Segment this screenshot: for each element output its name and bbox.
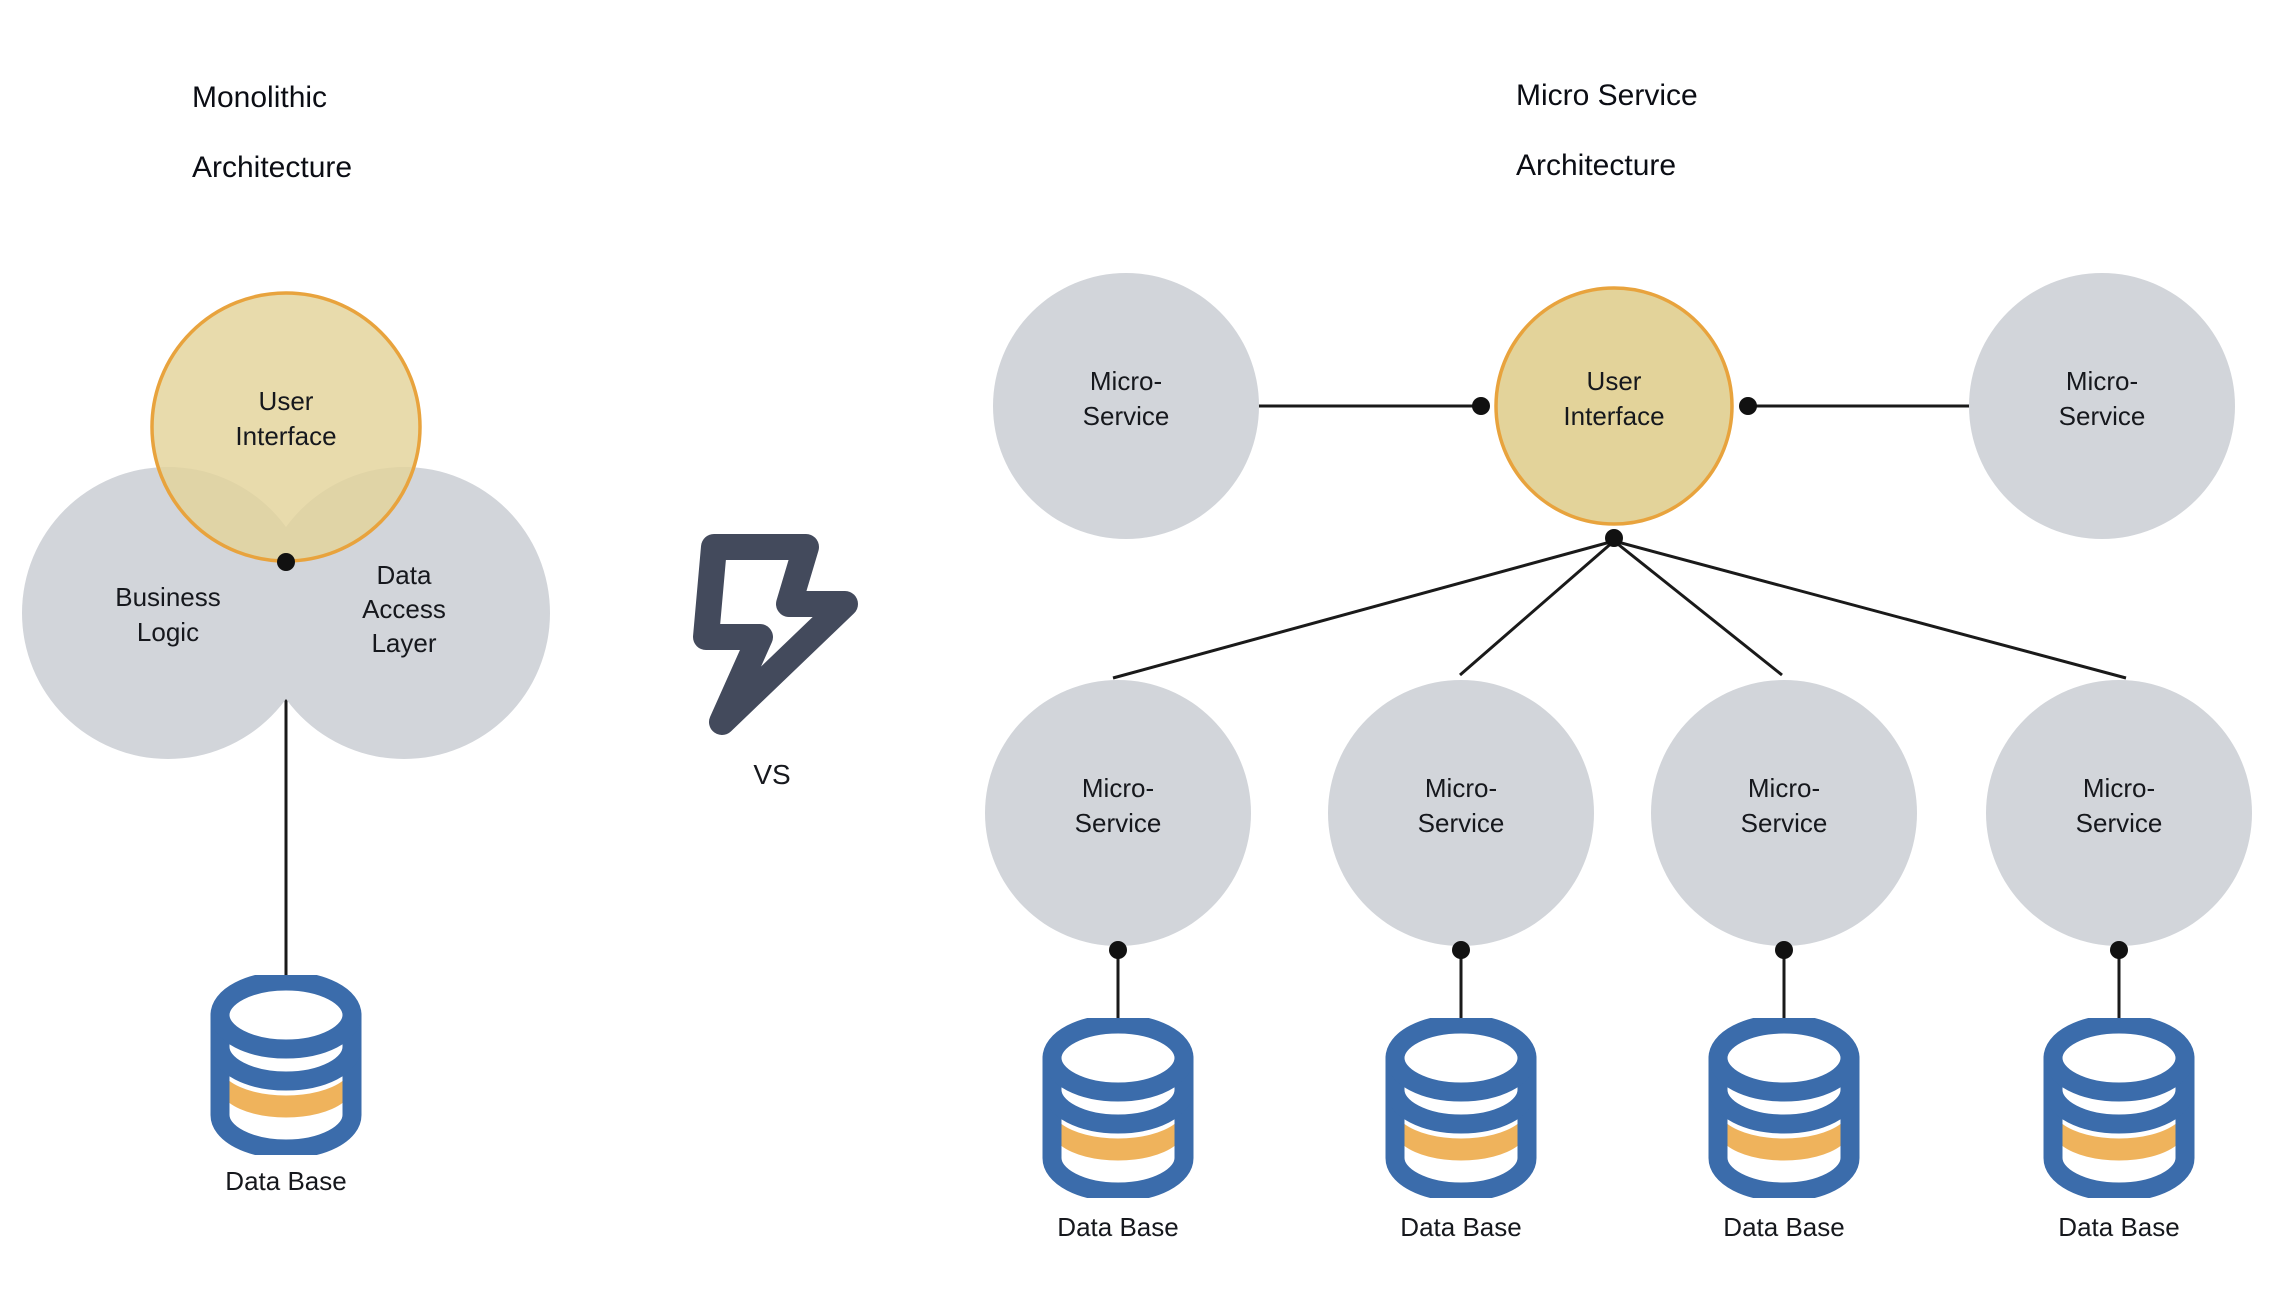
node-micro-service-4[interactable]: Micro- Service <box>1986 680 2252 946</box>
database-service-3[interactable]: Data Base <box>1718 1024 1850 1242</box>
database-monolith[interactable]: Data Base <box>220 981 352 1196</box>
connector-hub-to-service-3 <box>1613 539 1783 677</box>
right-title-line-1: Micro Service <box>1516 79 1698 112</box>
data-access-label-line-3: Layer <box>371 628 436 658</box>
micro-service-3-label-line-2: Service <box>1741 808 1828 838</box>
hub-ui-label-line-2: Interface <box>1563 401 1664 431</box>
node-user-interface-hub[interactable]: User Interface <box>1494 286 1734 526</box>
left-title-line-2: Architecture <box>192 151 353 184</box>
micro-service-1-label-line-1: Micro- <box>1082 773 1154 803</box>
connector-dot-ui-bottom <box>277 553 295 571</box>
data-access-label-line-2: Access <box>362 594 446 624</box>
versus-divider: VS <box>693 534 858 790</box>
micro-service-3-label-line-1: Micro- <box>1748 773 1820 803</box>
node-micro-service-2[interactable]: Micro- Service <box>1328 680 1594 946</box>
connector-dot-service-4 <box>2110 941 2128 959</box>
micro-service-4-label-line-2: Service <box>2076 808 2163 838</box>
database-service-4-label: Data Base <box>2058 1212 2179 1242</box>
business-logic-label-line-1: Business <box>115 582 221 612</box>
database-monolith-label: Data Base <box>225 1166 346 1196</box>
database-service-3-label: Data Base <box>1723 1212 1844 1242</box>
micro-service-right-label-line-1: Micro- <box>2066 366 2138 396</box>
micro-service-4-label-line-1: Micro- <box>2083 773 2155 803</box>
right-diagram-title: Micro Service Architecture <box>1516 43 1936 218</box>
micro-service-left-label-line-2: Service <box>1083 401 1170 431</box>
micro-service-right-label-line-2: Service <box>2059 401 2146 431</box>
node-micro-service-1[interactable]: Micro- Service <box>985 680 1251 946</box>
right-title-line-2: Architecture <box>1516 149 1677 182</box>
connector-hub-to-service-1 <box>1112 539 1615 680</box>
connector-dot-service-2 <box>1452 941 1470 959</box>
connector-dot-hub-right <box>1739 397 1757 415</box>
business-logic-label-line-2: Logic <box>137 617 199 647</box>
database-service-1-label: Data Base <box>1057 1212 1178 1242</box>
connector-dot-service-1 <box>1109 941 1127 959</box>
database-service-2[interactable]: Data Base <box>1395 1024 1527 1242</box>
connector-dot-hub-left <box>1472 397 1490 415</box>
left-diagram-title: Monolithic Architecture <box>192 45 512 220</box>
node-micro-service-left[interactable]: Micro- Service <box>993 273 1259 539</box>
monolith-ui-label-line-2: Interface <box>235 421 336 451</box>
data-access-label-line-1: Data <box>377 560 432 590</box>
lightning-bolt-icon <box>693 534 858 735</box>
node-user-interface-monolith[interactable]: User Interface <box>150 291 422 563</box>
micro-service-1-label-line-2: Service <box>1075 808 1162 838</box>
micro-service-left-label-line-1: Micro- <box>1090 366 1162 396</box>
vs-label: VS <box>753 759 790 790</box>
database-service-1[interactable]: Data Base <box>1052 1024 1184 1242</box>
left-title-line-1: Monolithic <box>192 81 328 114</box>
node-micro-service-3[interactable]: Micro- Service <box>1651 680 1917 946</box>
monolithic-diagram: Business Logic Data Access Layer User In… <box>22 291 550 1196</box>
connector-dot-hub-bottom <box>1605 529 1623 547</box>
microservice-diagram: Micro- Service Micro- Service User Inter… <box>985 273 2252 1242</box>
node-micro-service-right[interactable]: Micro- Service <box>1969 273 2235 539</box>
database-service-2-label: Data Base <box>1400 1212 1521 1242</box>
database-service-4[interactable]: Data Base <box>2053 1024 2185 1242</box>
micro-service-2-label-line-2: Service <box>1418 808 1505 838</box>
connector-hub-to-service-2 <box>1459 539 1615 677</box>
connector-hub-to-service-4 <box>1613 539 2127 680</box>
micro-service-2-label-line-1: Micro- <box>1425 773 1497 803</box>
hub-ui-label-line-1: User <box>1587 366 1642 396</box>
monolith-ui-label-line-1: User <box>259 386 314 416</box>
connector-dot-service-3 <box>1775 941 1793 959</box>
